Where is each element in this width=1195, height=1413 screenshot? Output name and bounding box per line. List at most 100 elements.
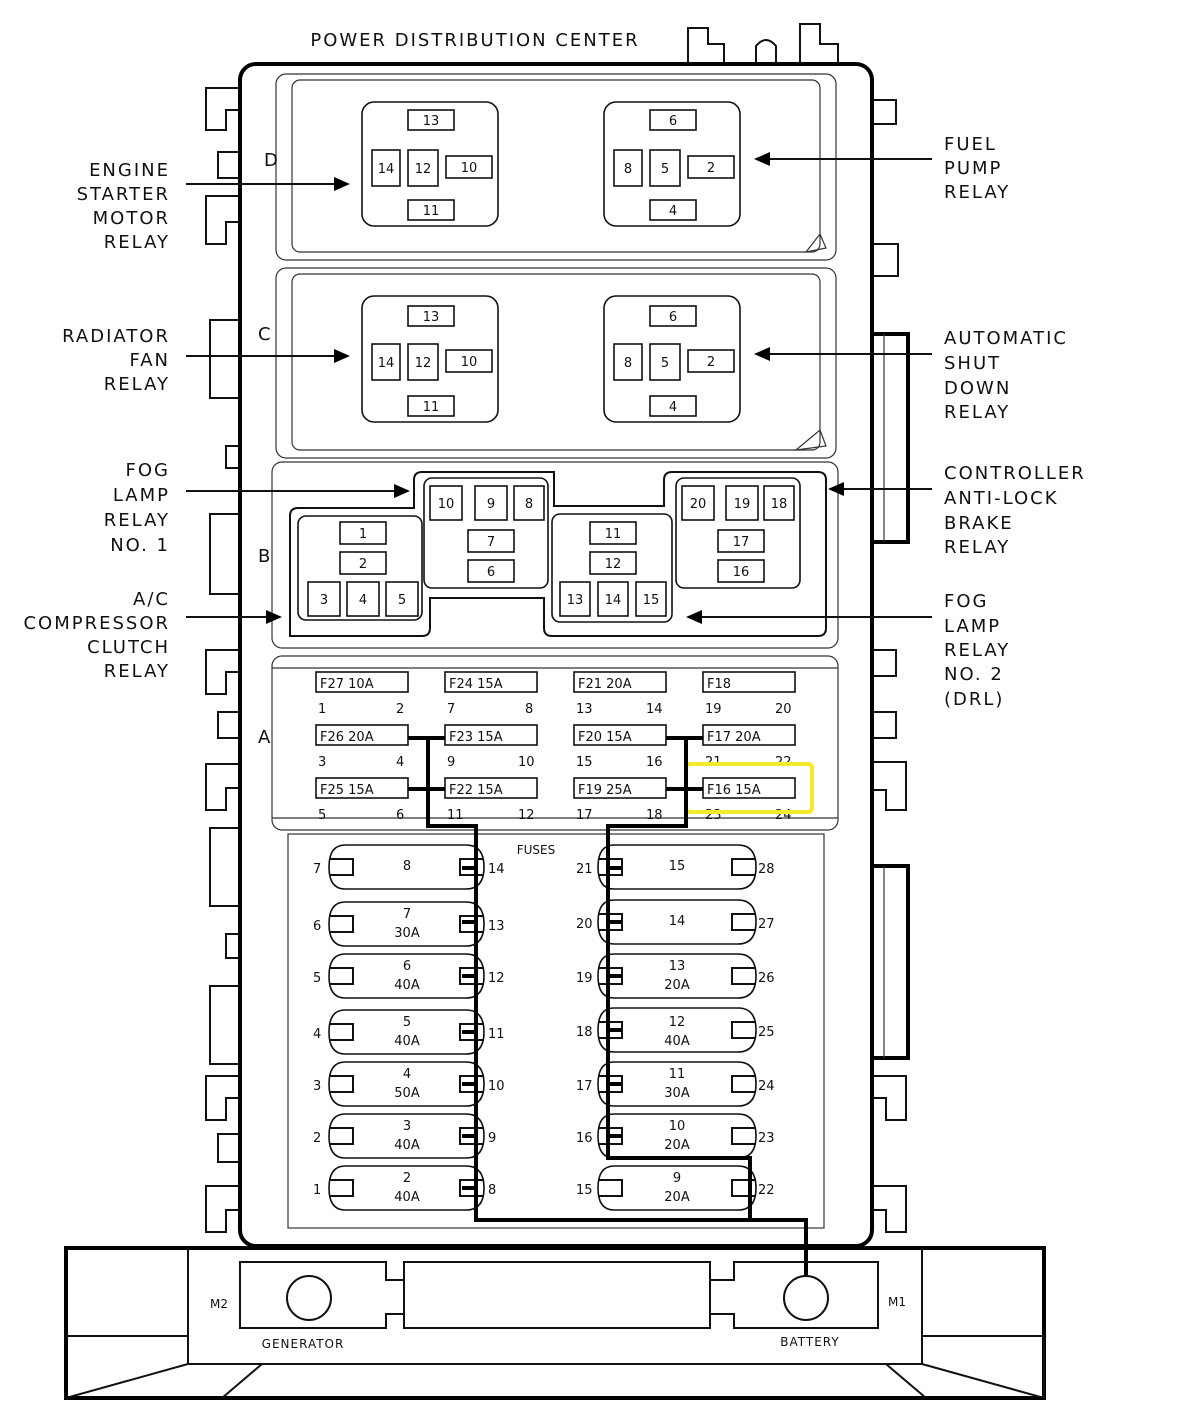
diagram-title: POWER DISTRIBUTION CENTER [310,30,639,51]
callout-line: NO. 1 [110,535,170,556]
maxi-fuse-number: 6 [403,959,411,974]
maxi-fuse-cavity: 9 [488,1131,496,1146]
mini-fuse-label: F25 15A [320,783,374,798]
mini-relay-pin: 20 [690,497,707,512]
relay-pin: 5 [661,356,669,371]
mini-fuse-cavity: 5 [318,808,326,823]
maxi-fuse-cavity: 19 [576,971,593,986]
maxi-fuse-amp: 40A [394,1138,420,1153]
mini-fuse-cavity: 3 [318,755,326,770]
fuses-label: FUSES [517,843,556,857]
callout-line: CLUTCH [87,637,170,658]
mini-fuse-label: F23 15A [449,730,503,745]
relay-fuel-pump: 6 8 5 2 4 [603,101,741,227]
maxi-fuse-number: 8 [403,859,411,874]
mini-relay-pin: 7 [487,535,495,550]
callout-line: SHUT [944,353,1001,374]
callout-line: CONTROLLER [944,463,1086,484]
mini-fuse-cavity: 7 [447,702,455,717]
mini-fuse-cavity: 19 [705,702,722,717]
relay-pin: 10 [461,161,478,176]
base-bracket [64,1246,1046,1400]
maxi-fuse-amp: 20A [664,1138,690,1153]
maxi-fuse-cavity: 15 [576,1183,593,1198]
maxi-fuse-number: 14 [669,914,686,929]
callout-line: RELAY [104,510,170,531]
maxi-fuse-amp: 40A [394,1034,420,1049]
callout-line: RELAY [104,374,170,395]
maxi-fuse-right-column: 15 21 28 14 20 27 13 20A 19 26 12 40A 18… [576,844,775,1211]
mini-fuse-cavity: 6 [396,808,404,823]
top-connector-tabs [687,23,839,65]
mini-fuse-label: F22 15A [449,783,503,798]
relay-pin: 8 [624,162,632,177]
callout-line: DOWN [944,378,1011,399]
maxi-fuse-number: 12 [669,1015,686,1030]
callout-line: COMPRESSOR [23,613,170,634]
maxi-fuse-amp: 30A [664,1086,690,1101]
mini-relay-pin: 18 [771,497,788,512]
maxi-fuse-amp: 40A [394,978,420,993]
relay-pin: 12 [415,162,432,177]
right-side-tabs [870,99,910,1233]
mini-fuse-label: F20 15A [578,730,632,745]
relay-engine-starter: 13 14 12 10 11 [361,101,499,227]
mini-relay-pin: 5 [398,593,406,608]
m1-label: M1 [888,1295,906,1309]
maxi-fuse-cavity: 5 [313,971,321,986]
left-side-tabs [205,87,240,1233]
relay-pin: 6 [669,114,677,129]
mini-fuse-cavity: 2 [396,702,404,717]
mini-relay-group-3: 11 12 13 14 15 [551,513,673,623]
maxi-fuse-cavity: 13 [488,919,505,934]
callout-line: MOTOR [93,208,170,229]
bus-bar-left [408,736,808,1276]
callout-line: AUTOMATIC [944,328,1068,349]
relay-pin: 12 [415,356,432,371]
mini-relay-pin: 17 [733,535,750,550]
callout-fog-lamp-1: FOG LAMP RELAY NO. 1 [104,460,410,556]
mini-relay-pin: 10 [438,497,455,512]
callout-line: FOG [944,591,988,612]
callout-line: FAN [130,350,170,371]
mini-relay-pin: 4 [359,593,367,608]
maxi-fuse-amp: 50A [394,1086,420,1101]
callout-line: RELAY [944,182,1010,203]
mini-fuse-cavity: 20 [775,702,792,717]
mini-relay-pin: 3 [320,593,328,608]
callout-line: NO. 2 [944,664,1004,685]
bus-bar-right [606,736,752,1220]
maxi-fuse-cavity: 26 [758,971,775,986]
relay-pin: 14 [378,162,395,177]
callout-engine-starter: ENGINE STARTER MOTOR RELAY [77,160,350,253]
callout-controller-abs: CONTROLLER ANTI-LOCK BRAKE RELAY [828,463,1086,558]
maxi-fuse-number: 3 [403,1119,411,1134]
mini-fuse-row-1: F27 10A 1 2 F24 15A 7 8 F21 20A 13 14 F1… [315,671,796,717]
maxi-fuse-number: 9 [673,1171,681,1186]
callout-line: STARTER [77,184,170,205]
callout-line: PUMP [944,158,1002,179]
maxi-fuse-amp: 20A [664,1190,690,1205]
generator-stud-icon [286,1275,332,1321]
relay-pin: 13 [423,114,440,129]
mini-relay-panel-b [271,461,839,649]
mini-fuse-label: F16 15A [707,783,761,798]
mini-fuse-cavity: 17 [576,808,593,823]
maxi-fuse-number: 4 [403,1067,411,1082]
callout-line: FUEL [944,134,997,155]
mini-relay-group-1: 1 2 3 4 5 [297,515,423,621]
relay-pin: 8 [624,356,632,371]
generator-label: GENERATOR [262,1337,345,1351]
callout-auto-shutdown: AUTOMATIC SHUT DOWN RELAY [754,328,1068,423]
mini-fuse-cavity: 9 [447,755,455,770]
callout-line: LAMP [944,616,1001,637]
mini-relay-pin: 9 [487,497,495,512]
mini-fuse-label: F24 15A [449,677,503,692]
row-label-d: D [264,150,280,171]
mini-fuse-label: F17 20A [707,730,761,745]
mini-fuse-cavity: 18 [646,808,663,823]
relay-pin: 11 [423,204,440,219]
maxi-fuse-panel [287,833,825,1229]
relay-pin: 4 [669,400,677,415]
mini-relay-pin: 16 [733,565,750,580]
